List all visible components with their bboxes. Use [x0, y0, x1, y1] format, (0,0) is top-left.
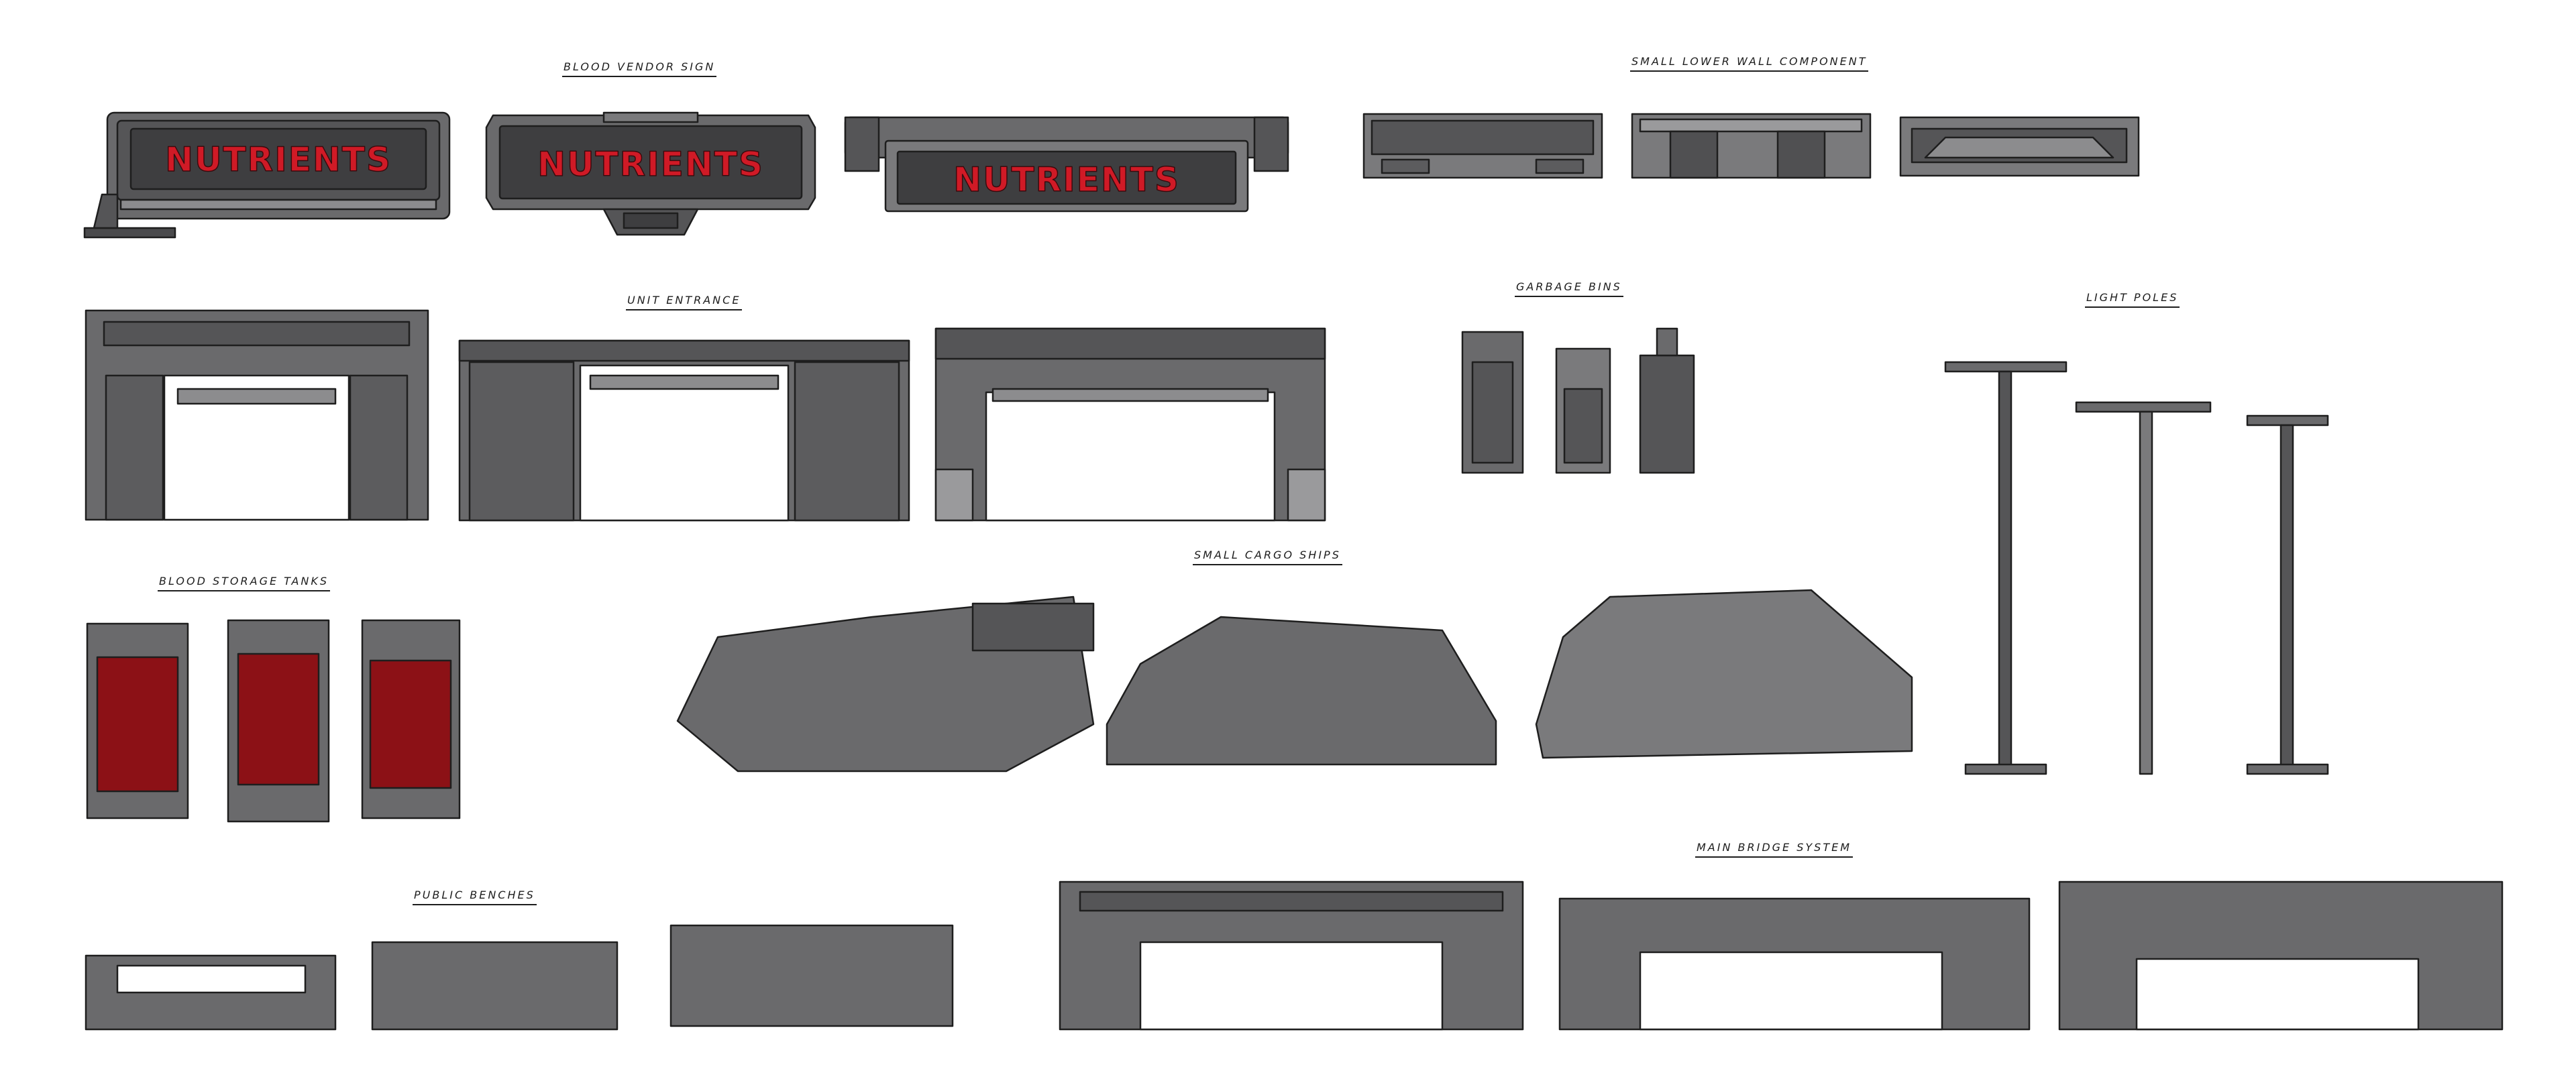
- bench-1: [85, 954, 337, 1031]
- vendor-sign-2: NUTRIENTS: [485, 111, 816, 236]
- vendor-sign-2-text: NUTRIENTS: [537, 145, 764, 184]
- bridge-1: [1059, 881, 1524, 1031]
- cargo-ship-3: [1535, 589, 1913, 759]
- unit-entrance-1: [85, 309, 429, 521]
- vendor-sign-1-text: NUTRIENTS: [165, 140, 392, 179]
- blood-tank-1: [86, 622, 189, 819]
- label-small-cargo-ships: Small Cargo Ships: [1193, 547, 1342, 565]
- label-main-bridge-system: Main Bridge System: [1695, 840, 1854, 858]
- garbage-bin-3: [1639, 327, 1695, 474]
- vendor-sign-3: NUTRIENTS: [844, 116, 1289, 213]
- blood-tank-3: [361, 619, 461, 819]
- bridge-2: [1558, 897, 2031, 1031]
- light-pole-1: [1944, 361, 2068, 775]
- garbage-bin-1: [1461, 331, 1524, 474]
- wall-component-1: [1362, 113, 1603, 179]
- wall-component-3: [1899, 116, 2140, 177]
- label-light-poles: Light Poles: [2085, 290, 2180, 308]
- unit-entrance-3: [934, 327, 1326, 522]
- label-small-lower-wall-component: Small Lower Wall Component: [1630, 54, 1869, 72]
- cargo-ship-2: [1106, 616, 1497, 766]
- label-unit-entrance: Unit Entrance: [626, 292, 743, 310]
- vendor-sign-3-text: NUTRIENTS: [953, 160, 1180, 199]
- label-garbage-bins: Garbage Bins: [1515, 279, 1623, 297]
- label-blood-vendor-sign: Blood Vendor Sign: [562, 59, 717, 77]
- vendor-sign-1: NUTRIENTS: [83, 111, 451, 239]
- light-pole-2: [2075, 401, 2212, 775]
- cargo-ship-1: [676, 595, 1095, 773]
- bench-3: [669, 924, 954, 1027]
- garbage-bin-2: [1555, 347, 1611, 474]
- blood-tank-2: [227, 619, 330, 823]
- wall-component-2: [1631, 113, 1872, 179]
- unit-entrance-2: [458, 339, 910, 522]
- label-public-benches: Public Benches: [413, 887, 537, 905]
- bench-2: [371, 941, 619, 1031]
- light-pole-3: [2246, 414, 2329, 775]
- bridge-3: [2058, 881, 2504, 1031]
- label-blood-storage-tanks: Blood Storage Tanks: [158, 573, 331, 591]
